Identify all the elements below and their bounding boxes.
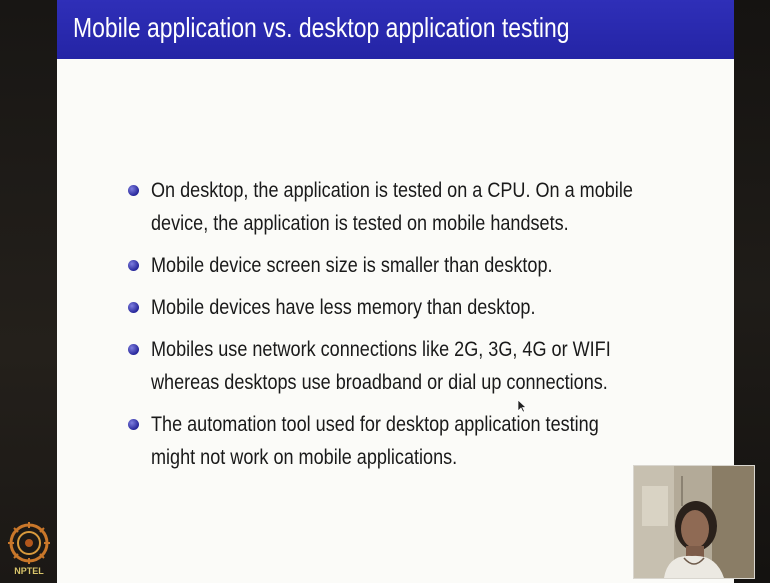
bullet-item: On desktop, the application is tested on… (127, 174, 707, 240)
bullet-line: might not work on mobile applications. (151, 446, 458, 469)
title-bar: Mobile application vs. desktop applicati… (57, 0, 734, 59)
bullet-dot-icon (128, 260, 139, 271)
bullet-item: Mobile device screen size is smaller tha… (127, 249, 707, 282)
bullet-dot-icon (128, 185, 139, 196)
slide-title: Mobile application vs. desktop applicati… (73, 12, 570, 43)
bullet-line: The automation tool used for desktop app… (151, 413, 599, 436)
bullet-line: Mobile device screen size is smaller tha… (151, 254, 553, 277)
bullet-text: Mobile devices have less memory than des… (151, 291, 706, 324)
nptel-logo-icon (8, 522, 50, 564)
bullet-dot-icon (128, 419, 139, 430)
bullet-dot-icon (128, 302, 139, 313)
nptel-logo-label: NPTEL (14, 566, 44, 576)
bullet-list: On desktop, the application is tested on… (127, 174, 707, 483)
bullet-line: Mobile devices have less memory than des… (151, 296, 536, 319)
mouse-cursor-icon (517, 399, 527, 413)
bullet-dot-icon (128, 344, 139, 355)
bullet-item: Mobile devices have less memory than des… (127, 291, 707, 324)
presenter-image (634, 466, 754, 578)
bullet-item: The automation tool used for desktop app… (127, 408, 707, 474)
bullet-text: Mobiles use network connections like 2G,… (151, 333, 706, 399)
bullet-line: device, the application is tested on mob… (151, 212, 569, 235)
bullet-item: Mobiles use network connections like 2G,… (127, 333, 707, 399)
presenter-video (633, 465, 755, 579)
bullet-line: Mobiles use network connections like 2G,… (151, 338, 611, 361)
bullet-line: whereas desktops use broadband or dial u… (151, 371, 608, 394)
bullet-line: On desktop, the application is tested on… (151, 179, 633, 202)
bullet-text: On desktop, the application is tested on… (151, 174, 706, 240)
bullet-text: The automation tool used for desktop app… (151, 408, 706, 474)
bullet-text: Mobile device screen size is smaller tha… (151, 249, 706, 282)
left-background-strip (0, 0, 57, 583)
slide: Mobile application vs. desktop applicati… (57, 0, 734, 583)
